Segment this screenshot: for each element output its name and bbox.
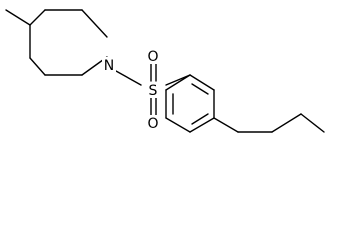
bond-propyl-4 (300, 113, 325, 133)
bond-ring-c (81, 9, 108, 38)
bond-ring-a (29, 9, 46, 26)
bond-benzene-c (189, 117, 215, 133)
bond-s-aryl (165, 74, 191, 86)
bond-ring-f (29, 57, 46, 76)
bond-benzene-f (165, 74, 191, 91)
bond-propyl-1 (213, 117, 239, 133)
bond-methyl (5, 9, 31, 26)
oxygen-top-label: O (147, 49, 158, 65)
chemical-structure: N S O O (5, 9, 325, 133)
atom-labels: N S O O (102, 48, 160, 132)
bond-lines (5, 9, 325, 133)
oxygen-bottom-label: O (147, 116, 158, 132)
bond-propyl-3 (271, 113, 302, 133)
bond-benzene-a (189, 74, 215, 91)
bond-benzene-inner-b (191, 113, 209, 125)
bond-benzene-d (165, 117, 191, 133)
bond-benzene-inner-a (191, 83, 209, 95)
sulfur-label: S (149, 83, 158, 99)
nitrogen-label: N (104, 58, 114, 74)
bond-n-s (115, 70, 142, 86)
